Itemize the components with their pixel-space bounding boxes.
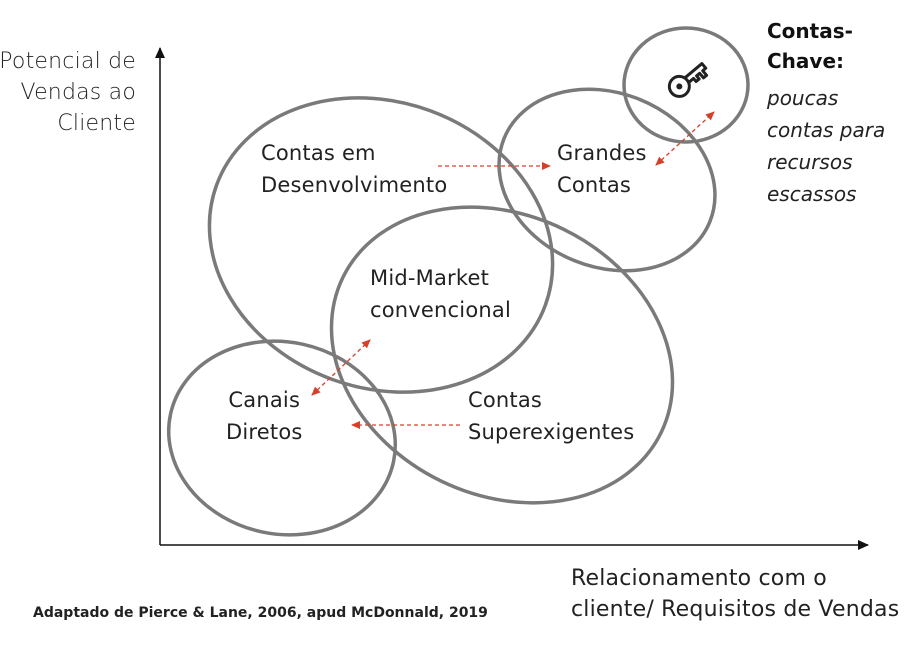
label-mid-market: Mid-Market convencional	[370, 266, 512, 322]
arrow-canais-to-midmarket	[311, 339, 371, 396]
ellipse-contas-chave	[622, 26, 750, 144]
ellipse-contas-superexigentes	[329, 205, 675, 505]
contas-chave-title: Contas- Chave:	[767, 19, 853, 73]
source-citation: Adaptado de Pierce & Lane, 2006, apud Mc…	[33, 605, 488, 621]
y-axis-label: Potencial de Vendas ao Cliente	[0, 49, 136, 136]
ellipse-contas-desenvolvimento	[207, 96, 555, 394]
label-contas-superexigentes: Contas Superexigentes	[468, 388, 635, 444]
x-axis-label: Relacionamento com o cliente/ Requisitos…	[571, 566, 900, 622]
label-canais-diretos: Canais Diretos	[226, 388, 303, 444]
arrow-grandes-to-chave	[655, 111, 715, 166]
label-grandes-contas: Grandes Contas	[557, 141, 647, 197]
key-icon	[667, 62, 709, 98]
contas-chave-description: poucas contas para recursos escassos	[767, 86, 886, 206]
ellipse-grandes-contas	[497, 87, 717, 273]
label-contas-desenvolvimento: Contas em Desenvolvimento	[261, 141, 448, 197]
ellipse-canais-diretos	[166, 339, 398, 537]
